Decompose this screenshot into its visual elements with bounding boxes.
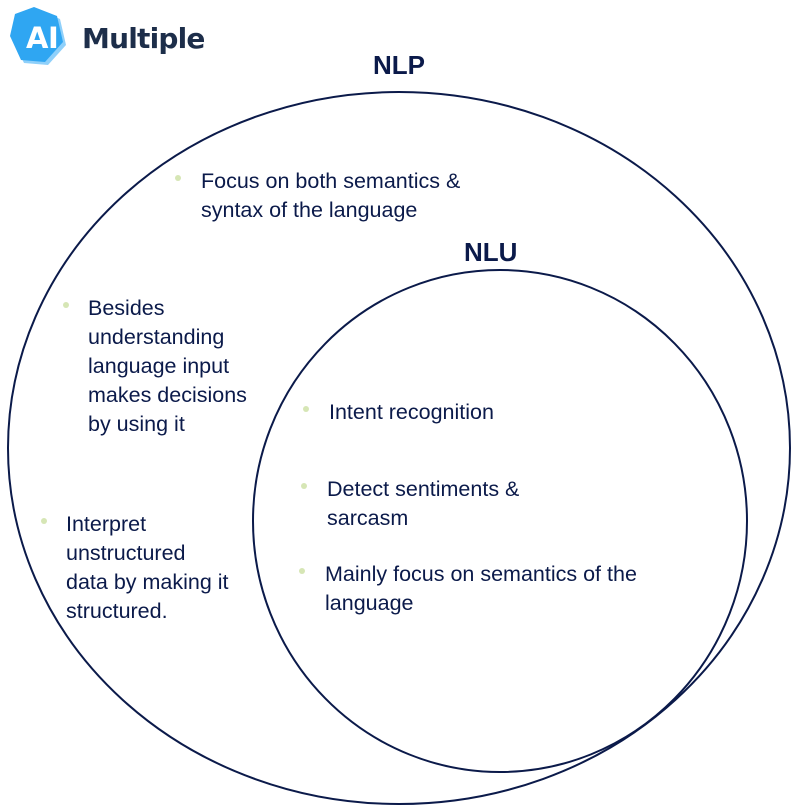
nlu-item: Intent recognition xyxy=(329,398,494,427)
nlp-item-text: Interpret unstructured data by making it… xyxy=(66,512,229,623)
bullet-icon xyxy=(301,483,307,489)
nlp-item-text: Focus on both semantics & syntax of the … xyxy=(201,169,461,222)
bullet-icon xyxy=(41,518,47,524)
nlu-item: Mainly focus on semantics of the languag… xyxy=(325,560,637,618)
nlu-item-text: Detect sentiments & sarcasm xyxy=(327,477,520,530)
nlu-item: Detect sentiments & sarcasm xyxy=(327,475,519,533)
nlu-circle xyxy=(252,269,748,773)
nlu-item-text: Intent recognition xyxy=(329,400,494,424)
nlu-title: NLU xyxy=(464,237,518,267)
logo-hexagon-icon xyxy=(10,7,66,65)
logo: AI Multiple xyxy=(10,7,205,67)
nlp-item: Focus on both semantics & syntax of the … xyxy=(201,167,460,225)
logo-mark-text: AI xyxy=(26,21,59,55)
nlp-item-text: Besides understanding language input mak… xyxy=(88,296,247,436)
bullet-icon xyxy=(299,568,305,574)
bullet-icon xyxy=(63,302,69,308)
bullet-icon xyxy=(175,175,181,181)
nlp-item: Besides understanding language input mak… xyxy=(88,294,247,439)
nlu-item-text: Mainly focus on semantics of the languag… xyxy=(325,562,637,615)
bullet-icon xyxy=(303,406,309,412)
logo-brand-text: Multiple xyxy=(82,22,205,55)
nlp-circle xyxy=(7,91,791,805)
nlp-item: Interpret unstructured data by making it… xyxy=(66,510,229,626)
nlp-title: NLP xyxy=(373,50,425,80)
